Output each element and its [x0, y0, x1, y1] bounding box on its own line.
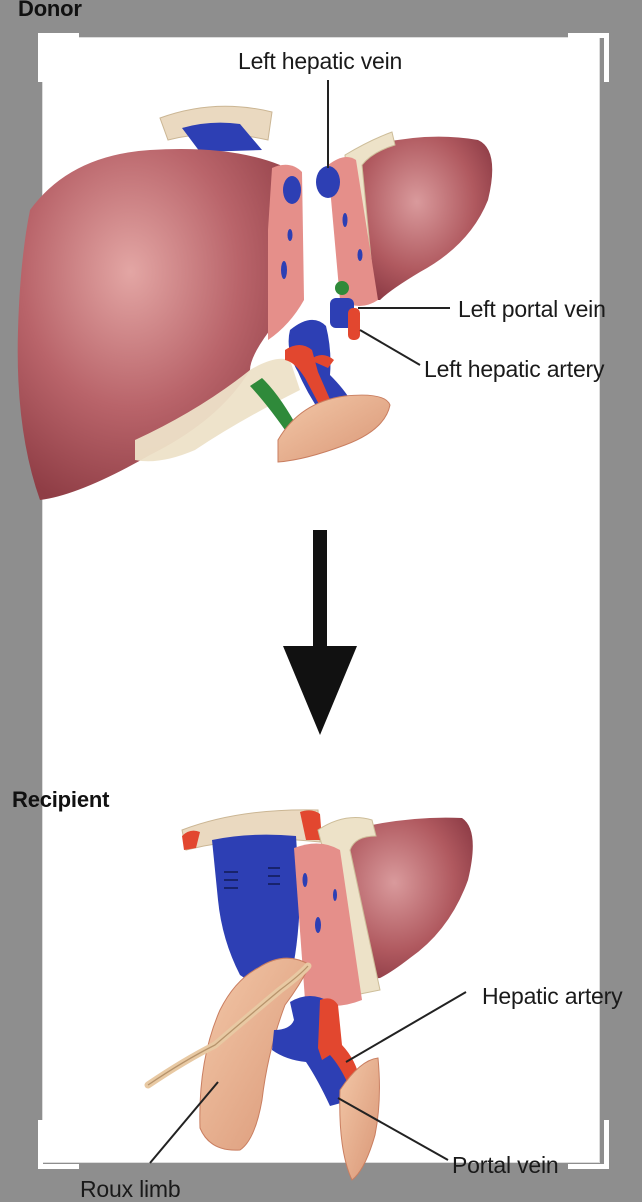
down-arrow	[283, 530, 357, 735]
donor-right-lobe	[17, 149, 301, 500]
crop-handle-top-left[interactable]	[38, 33, 79, 82]
donor-duodenum	[277, 394, 391, 463]
recipient-illustration	[144, 809, 473, 1181]
recipient-heading: Recipient	[12, 787, 110, 812]
donor-left-cut-surface	[328, 156, 378, 306]
label-hepatic-artery: Hepatic artery	[482, 983, 623, 1009]
crop-handle-bottom-left[interactable]	[38, 1120, 79, 1169]
ivc-stump	[159, 105, 273, 152]
crop-handle-bottom-right[interactable]	[568, 1120, 609, 1169]
donor-illustration	[17, 80, 493, 500]
cut-surface-vessels	[281, 176, 301, 279]
donor-left-hepatic-vein	[316, 166, 340, 198]
label-portal-vein: Portal vein	[452, 1152, 559, 1178]
donor-left-hepatic-artery	[348, 308, 360, 340]
label-left-portal-vein: Left portal vein	[458, 296, 606, 322]
recipient-duodenum	[339, 1057, 380, 1181]
label-left-hepatic-vein: Left hepatic vein	[238, 48, 403, 74]
donor-right-cut-surface	[268, 164, 304, 340]
crop-handle-top-right[interactable]	[568, 33, 609, 82]
donor-left-lobe	[355, 136, 493, 300]
label-left-hepatic-artery: Left hepatic artery	[424, 356, 605, 382]
donor-heading: Donor	[18, 0, 82, 21]
recipient-leader-lines	[149, 991, 467, 1164]
label-roux-limb: Roux limb	[80, 1176, 181, 1202]
donor-leader-lines	[327, 80, 450, 366]
recipient-hepatic-artery	[318, 998, 360, 1084]
